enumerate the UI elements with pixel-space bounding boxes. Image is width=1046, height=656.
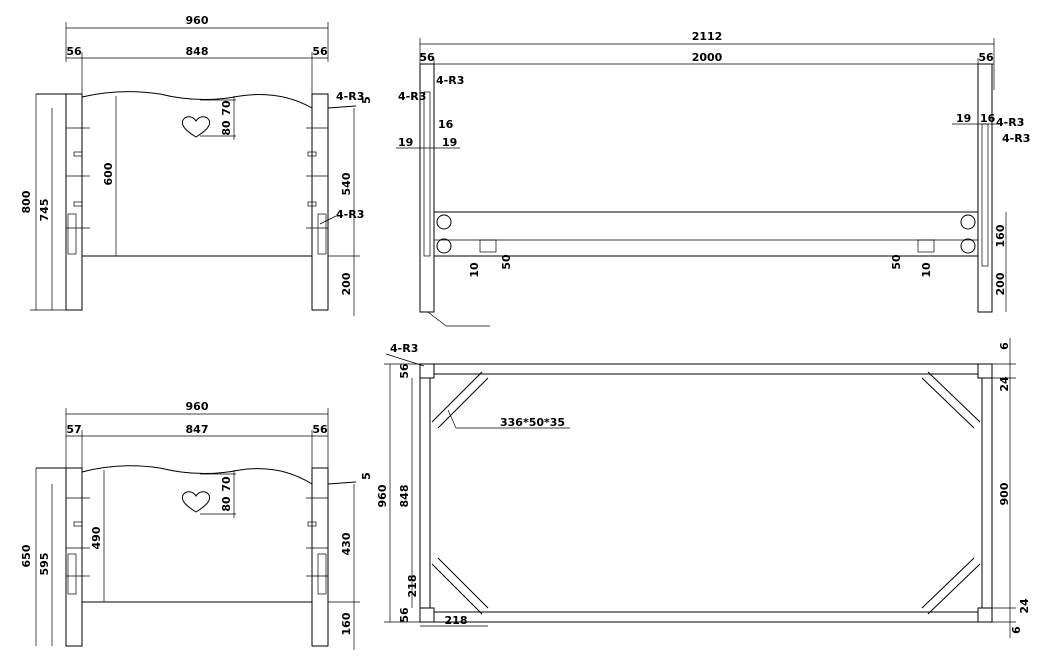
foot-inner-width: 847	[186, 423, 209, 436]
plan-radius-label: 4-R3	[390, 342, 418, 355]
head-radius-top: 4-R3	[336, 90, 364, 103]
head-board-view: 960 56 848 56 800 745 600	[20, 14, 373, 316]
plan-post-bottom: 56	[398, 607, 411, 623]
side-radius-left-b: 4-R3	[398, 90, 426, 103]
foot-right-post: 56	[312, 423, 328, 436]
foot-top-offset: 5	[360, 472, 373, 480]
plan-brace-label: 336*50*35	[500, 416, 565, 429]
head-overall-height: 800	[20, 190, 33, 213]
foot-curve-a: 70	[220, 476, 233, 492]
side-radius-right-b: 4-R3	[1002, 132, 1030, 145]
foot-overall-height: 650	[20, 544, 33, 567]
side-left-16: 16	[438, 118, 454, 131]
head-curve-b: 80	[220, 120, 233, 136]
side-radius-left-a: 4-R3	[436, 74, 464, 87]
side-left-50: 50	[500, 254, 513, 270]
head-inner-width: 848	[186, 45, 209, 58]
foot-overall-width: 960	[186, 400, 209, 413]
side-left-19b: 19	[442, 136, 457, 149]
plan-post-top: 56	[398, 363, 411, 379]
side-overall-length: 2112	[692, 30, 723, 43]
side-right-200: 200	[994, 272, 1007, 295]
foot-side-height: 595	[38, 553, 51, 576]
head-right-post: 56	[312, 45, 328, 58]
head-panel-height: 600	[102, 162, 115, 185]
foot-right-bottom: 160	[340, 612, 353, 635]
plan-right-900: 900	[998, 482, 1011, 505]
side-right-160: 160	[994, 224, 1007, 247]
side-left-10: 10	[468, 262, 481, 278]
head-left-post: 56	[66, 45, 82, 58]
head-top-offset: 5	[360, 96, 373, 104]
plan-overall-width: 960	[376, 484, 389, 507]
side-right-16: 16	[980, 112, 996, 125]
plan-right-24-top: 24	[998, 376, 1011, 392]
side-left-19a: 19	[398, 136, 413, 149]
side-view: 2112 56 2000 56 4-R3 4-R3 16 19 19 19 16…	[396, 30, 1030, 327]
head-side-height: 745	[38, 199, 51, 222]
foot-panel-height: 490	[90, 526, 103, 549]
plan-offset-218-v: 218	[406, 575, 419, 598]
head-right-bottom: 200	[340, 272, 353, 295]
plan-right-24-bottom: 24	[1018, 598, 1031, 614]
head-radius-mid: 4-R3	[336, 208, 364, 221]
side-right-19: 19	[956, 112, 971, 125]
side-right-post: 56	[978, 51, 994, 64]
side-radius-right-a: 4-R3	[996, 116, 1024, 129]
side-left-post: 56	[419, 51, 435, 64]
head-curve-a: 70	[220, 100, 233, 116]
side-right-50: 50	[890, 254, 903, 270]
head-overall-width: 960	[186, 14, 209, 27]
side-inner-length: 2000	[692, 51, 723, 64]
plan-view: 336*50*35 4-R3 56 960 848 218 56 218 6 2…	[376, 338, 1031, 638]
foot-board-view: 960 57 847 56 650 595 490 70 80 430	[20, 400, 373, 650]
plan-right-6-bottom: 6	[1010, 626, 1023, 634]
side-right-10: 10	[920, 262, 933, 278]
foot-left-post: 57	[66, 423, 81, 436]
foot-curve-b: 80	[220, 496, 233, 512]
plan-inner-width: 848	[398, 485, 411, 508]
plan-right-6-top: 6	[998, 342, 1011, 350]
head-right-upper: 540	[340, 172, 353, 195]
plan-offset-218-h: 218	[445, 614, 468, 627]
foot-right-upper: 430	[340, 532, 353, 555]
